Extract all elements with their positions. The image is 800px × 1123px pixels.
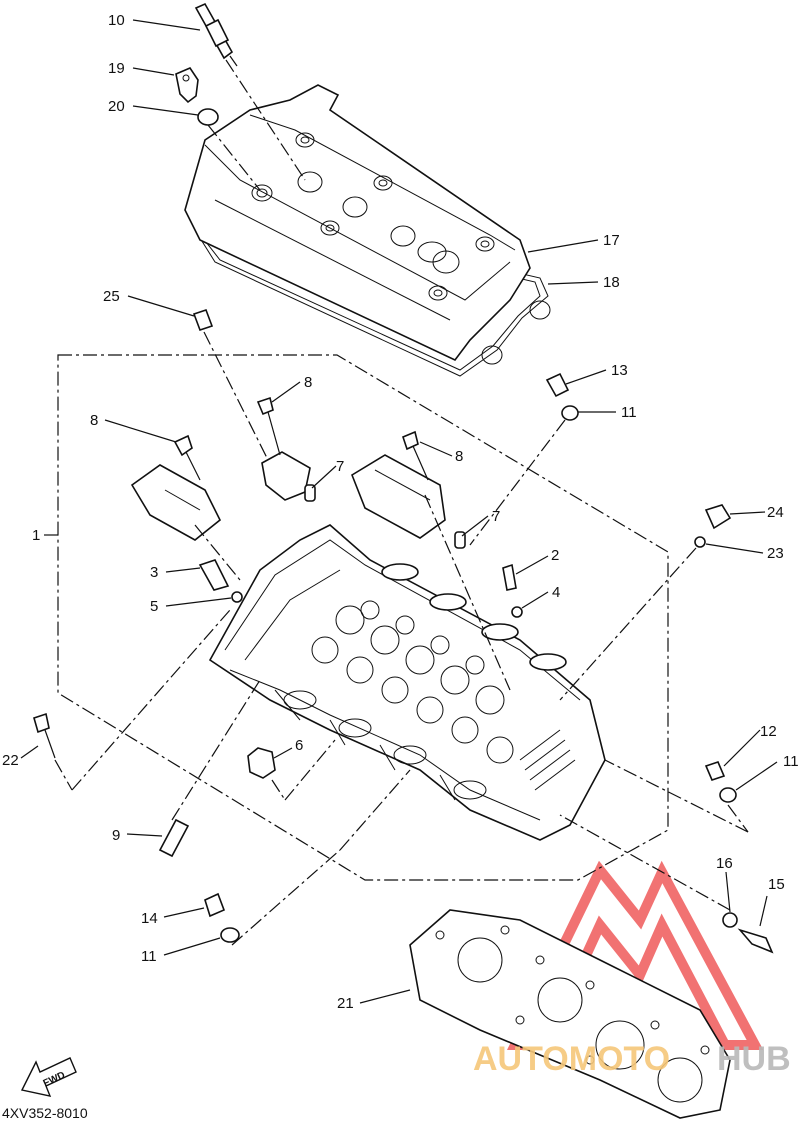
callout-14: 14 — [141, 910, 158, 927]
cylinder-head-part — [208, 524, 606, 841]
forward-arrow-icon: FWD — [20, 1057, 77, 1097]
callout-7-right: 7 — [492, 508, 500, 525]
callout-8-left: 8 — [90, 412, 98, 429]
callout-5: 5 — [150, 598, 158, 615]
head-gasket-part — [409, 909, 731, 1119]
callout-16: 16 — [716, 855, 733, 872]
callout-24: 24 — [767, 504, 784, 521]
diagram-code: 4XV352-8010 — [2, 1105, 88, 1121]
callout-1: 1 — [32, 527, 40, 544]
callout-8-right: 8 — [455, 448, 463, 465]
callout-23: 23 — [767, 545, 784, 562]
callout-20: 20 — [108, 98, 125, 115]
callout-9: 9 — [112, 827, 120, 844]
callout-22: 22 — [2, 752, 19, 769]
callout-11-top: 11 — [621, 404, 637, 421]
callout-25: 25 — [103, 288, 120, 305]
valve-cover-part — [184, 84, 551, 377]
camshaft-cap-part — [130, 451, 446, 541]
leader-lines — [20, 19, 778, 1004]
alignment-lines — [54, 59, 749, 946]
callout-6: 6 — [295, 737, 303, 754]
callout-labels: 10 19 20 17 18 25 13 11 8 8 8 7 7 24 23 … — [2, 12, 799, 1012]
watermark-text: AUTOMOTO HUB — [473, 1040, 791, 1078]
callout-17: 17 — [603, 232, 620, 249]
callout-15: 15 — [768, 876, 785, 893]
cap-bolt-part — [175, 67, 199, 104]
callout-8-center: 8 — [304, 374, 312, 391]
callout-10: 10 — [108, 12, 125, 29]
callout-21: 21 — [337, 995, 354, 1012]
callout-11-right: 11 — [783, 753, 799, 770]
bolt-parts — [33, 308, 774, 954]
callout-7-left: 7 — [336, 458, 344, 475]
grommet-part — [197, 108, 219, 126]
callout-11-bottom: 11 — [141, 948, 157, 965]
callout-19: 19 — [108, 60, 125, 77]
callout-4: 4 — [552, 584, 560, 601]
cylinder-head-assembly-outline — [57, 354, 669, 881]
callout-13: 13 — [611, 362, 628, 379]
spark-plug-part — [194, 2, 238, 67]
callout-2: 2 — [551, 547, 559, 564]
watermark-text-automoto: AUTOMOTO — [473, 1040, 670, 1078]
callout-3: 3 — [150, 564, 158, 581]
watermark-text-hub: HUB — [717, 1040, 791, 1078]
callout-12: 12 — [760, 723, 777, 740]
callout-18: 18 — [603, 274, 620, 291]
